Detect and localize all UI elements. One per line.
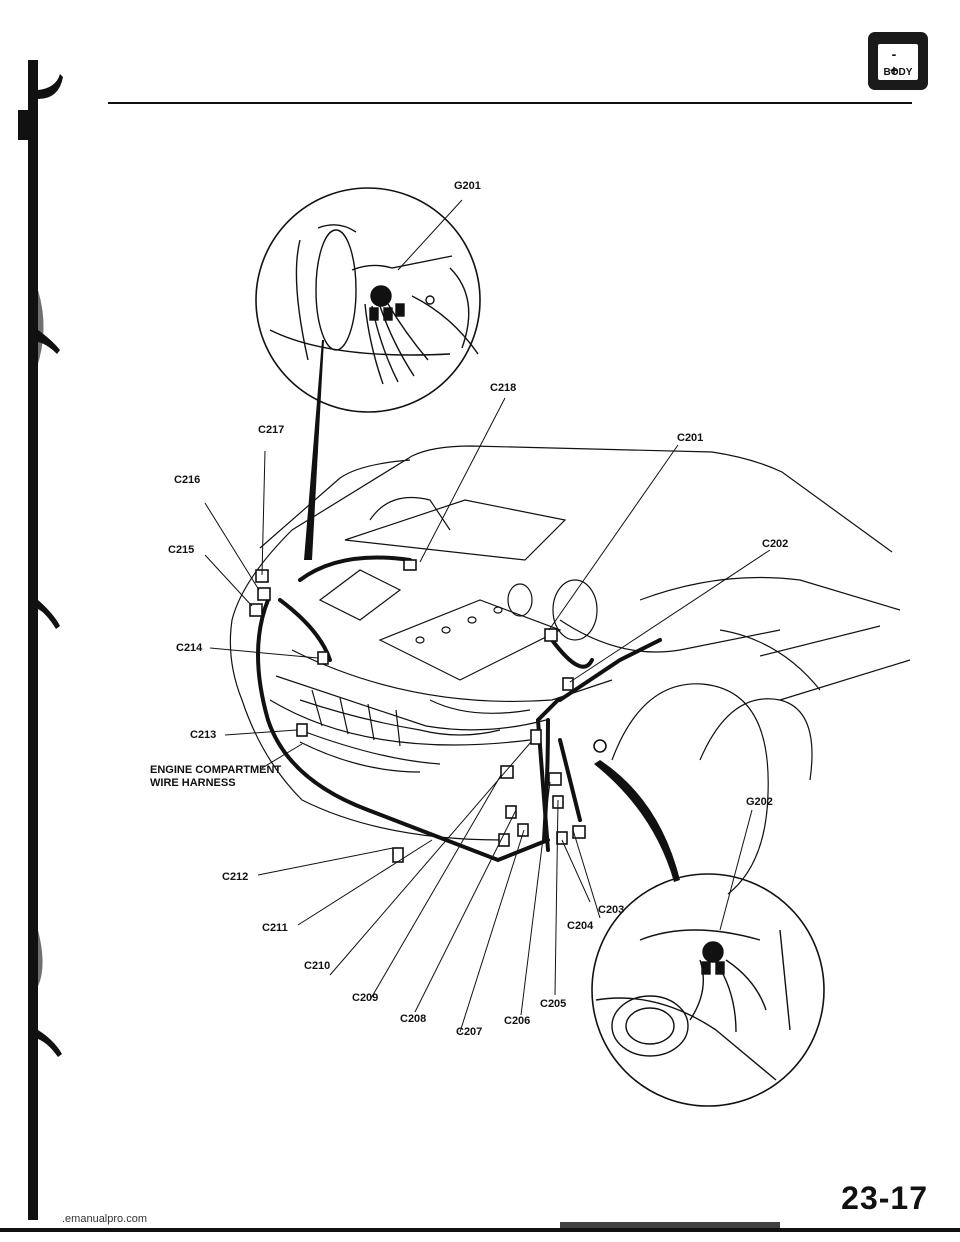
harness-label-line2: WIRE HARNESS	[150, 777, 236, 789]
label-c216: C216	[174, 474, 201, 486]
battery-body-icon: - + BODY	[878, 44, 918, 80]
wiring-pointer-wedges	[304, 340, 680, 882]
label-c214: C214	[176, 642, 203, 654]
label-c211: C211	[262, 922, 288, 934]
label-c218: C218	[490, 382, 517, 394]
label-c208: C208	[400, 1013, 427, 1025]
badge-terminal-right	[904, 38, 912, 44]
vehicle-body-outline	[229, 445, 911, 895]
footer-url: .emanualpro.com	[62, 1213, 147, 1225]
leader-lines	[204, 199, 771, 1033]
label-c203: C203	[598, 904, 625, 916]
label-c213: C213	[190, 729, 217, 741]
label-g202: G202	[746, 796, 773, 808]
harness-label: ENGINE COMPARTMENT WIRE HARNESS	[150, 764, 281, 790]
label-c207: C207	[456, 1026, 483, 1038]
page-binding-bar	[18, 60, 63, 1220]
page-number: 23-17	[841, 1180, 928, 1216]
badge-signs: - +	[889, 46, 907, 78]
badge-label: BODY	[883, 67, 913, 78]
bottom-scan-strip	[0, 1222, 960, 1232]
g202-detail-inset	[591, 873, 825, 1107]
label-c206: C206	[504, 1015, 531, 1027]
label-g201: G201	[454, 180, 481, 192]
label-c212: C212	[222, 871, 249, 883]
label-c209: C209	[352, 992, 379, 1004]
g201-detail-inset	[255, 187, 481, 413]
badge-terminal-left	[884, 38, 892, 44]
body-section-badge: - + BODY	[868, 32, 928, 90]
label-c202: C202	[762, 538, 789, 550]
label-c204: C204	[567, 920, 594, 932]
label-c210: C210	[304, 960, 331, 972]
label-c205: C205	[540, 998, 567, 1010]
label-c201: C201	[677, 432, 704, 444]
connector-symbols	[249, 559, 607, 863]
harness-label-line1: ENGINE COMPARTMENT	[150, 764, 282, 776]
wire-harness-routing	[256, 555, 662, 863]
label-c217: C217	[258, 424, 285, 436]
label-c215: C215	[168, 544, 195, 556]
